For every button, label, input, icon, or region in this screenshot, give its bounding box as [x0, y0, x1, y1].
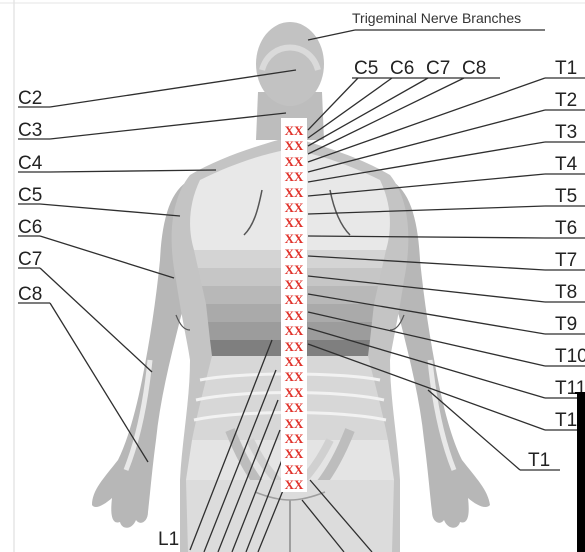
label-c4: C4 [18, 154, 42, 173]
label-c7-top: C7 [426, 59, 450, 78]
label-c7-left: C7 [18, 250, 42, 269]
label-l1: L1 [158, 530, 179, 549]
redaction-mark: XX [281, 232, 307, 245]
redaction-mark: XX [281, 370, 307, 383]
redaction-mark: XX [281, 417, 307, 430]
label-c2: C2 [18, 89, 42, 108]
label-c5-left: C5 [18, 186, 42, 205]
redaction-mark: XX [281, 293, 307, 306]
redaction-mark: XX [281, 155, 307, 168]
redaction-mark: XX [281, 216, 307, 229]
label-c6-left: C6 [18, 218, 42, 237]
redaction-mark: XX [281, 355, 307, 368]
redaction-mark: XX [281, 247, 307, 260]
label-t5: T5 [555, 187, 577, 206]
label-t4: T4 [555, 155, 577, 174]
redaction-mark: XX [281, 386, 307, 399]
label-c3: C3 [18, 121, 42, 140]
label-c8-left: C8 [18, 285, 42, 304]
redaction-mark: XX [281, 432, 307, 445]
redaction-mark: XX [281, 309, 307, 322]
redaction-mark: XX [281, 170, 307, 183]
redaction-mark: XX [281, 447, 307, 460]
redaction-mark: XX [281, 401, 307, 414]
trigeminal-label: Trigeminal Nerve Branches [352, 11, 521, 25]
label-t8: T8 [555, 283, 577, 302]
label-t7: T7 [555, 251, 577, 270]
label-c5-top: C5 [354, 59, 378, 78]
label-t1: T1 [555, 59, 577, 78]
label-t2: T2 [555, 91, 577, 110]
label-t10: T10 [555, 347, 585, 366]
dark-overlay-block [577, 392, 585, 552]
label-t6: T6 [555, 219, 577, 238]
redaction-mark: XX [281, 278, 307, 291]
label-t9: T9 [555, 315, 577, 334]
redaction-mark: XX [281, 124, 307, 137]
label-c8-top: C8 [462, 59, 486, 78]
label-t1-arm: T1 [528, 451, 550, 470]
redaction-mark: XX [281, 340, 307, 353]
redaction-mark: XX [281, 201, 307, 214]
redaction-mark: XX [281, 139, 307, 152]
redaction-mark: XX [281, 186, 307, 199]
redaction-mark: XX [281, 478, 307, 491]
redaction-mark: XX [281, 263, 307, 276]
redaction-mark: XX [281, 324, 307, 337]
redaction-mark: XX [281, 463, 307, 476]
label-t3: T3 [555, 123, 577, 142]
label-c6-top: C6 [390, 59, 414, 78]
redaction-column: XX XX XX XX XX XX XX XX XX XX XX XX XX XX XX XX XX XX XX XX… [281, 118, 307, 492]
